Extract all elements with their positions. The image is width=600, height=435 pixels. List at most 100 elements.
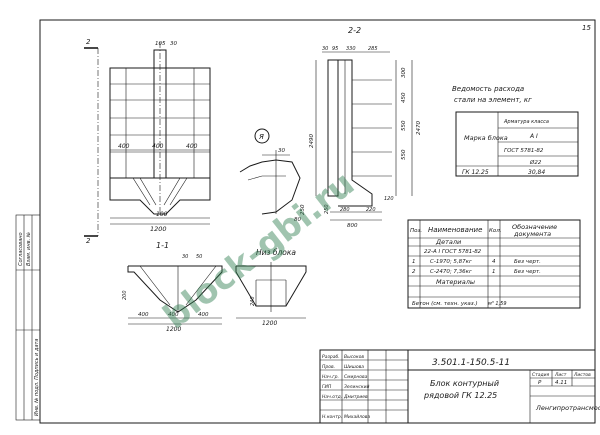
detail-view: Я 30 250 80 — [239, 128, 306, 223]
svg-text:ГОСТ 5781-82: ГОСТ 5781-82 — [504, 148, 544, 154]
svg-text:Н.контр.: Н.контр. — [322, 414, 342, 420]
sheet-number: 15 — [582, 24, 591, 32]
svg-text:Дмитриев: Дмитриев — [343, 394, 368, 400]
svg-text:Материалы: Материалы — [436, 278, 475, 286]
svg-text:Пров.: Пров. — [322, 364, 335, 370]
cut-mark-top: 2 — [86, 38, 91, 46]
steel-table: Ведомость расхода стали на элемент, кг М… — [452, 85, 579, 177]
svg-text:200: 200 — [122, 290, 128, 300]
svg-text:Лист: Лист — [554, 372, 567, 378]
svg-text:Листов: Листов — [573, 372, 591, 378]
svg-text:документа: документа — [513, 230, 551, 238]
side-stamp-col2: Взам. инв. № — [26, 232, 32, 266]
org-name: Ленгипротрансмост — [535, 404, 600, 412]
svg-text:Ø22: Ø22 — [529, 159, 542, 166]
svg-text:450: 450 — [401, 92, 407, 103]
svg-text:400: 400 — [138, 312, 149, 318]
svg-text:250: 250 — [300, 204, 306, 215]
svg-text:100: 100 — [156, 211, 168, 218]
svg-text:4: 4 — [492, 259, 496, 265]
title-block: 3.501.1-150.5-11 Блок контурный рядовой … — [319, 349, 600, 424]
svg-text:м³ 1,59: м³ 1,59 — [488, 301, 507, 307]
svg-text:280: 280 — [340, 207, 350, 213]
drawing-code: 3.501.1-150.5-11 — [432, 358, 510, 368]
svg-text:Поз.: Поз. — [410, 228, 422, 234]
svg-text:30: 30 — [182, 254, 188, 260]
svg-text:Бетон (см. техн. указ.): Бетон (см. техн. указ.) — [412, 301, 478, 307]
svg-text:Нач.гр.: Нач.гр. — [322, 374, 339, 380]
svg-text:2: 2 — [412, 269, 416, 275]
svg-text:250: 250 — [324, 204, 330, 214]
svg-text:400: 400 — [168, 312, 179, 318]
svg-text:Стадия: Стадия — [532, 372, 550, 378]
section-2-2: 2-2 30 95 330 285 300 450 550 550 2470 2… — [309, 26, 422, 229]
svg-text:120: 120 — [384, 196, 394, 202]
watermark: block-gbi.ru — [156, 164, 362, 337]
front-view: 2 2 105 30 400 400 400 100 1200 — [84, 38, 211, 245]
drawing-name-2: рядовой ГК 12.25 — [423, 391, 497, 400]
section-2-2-title: 2-2 — [348, 26, 361, 35]
svg-text:4.11: 4.11 — [555, 380, 567, 386]
svg-text:Смирнова: Смирнова — [344, 374, 368, 380]
side-stamp-col3: Инв. № подл. Подпись и дата — [34, 339, 40, 417]
section-1-1: 1-1 30 50 400 400 400 1200 200 — [122, 241, 223, 333]
svg-text:Детали: Детали — [435, 238, 461, 246]
svg-text:Ведомость расхода: Ведомость расхода — [452, 85, 524, 93]
svg-text:240: 240 — [250, 296, 256, 306]
svg-text:Кол.: Кол. — [489, 228, 502, 234]
svg-text:80: 80 — [294, 217, 301, 223]
svg-text:800: 800 — [347, 223, 358, 229]
svg-text:Разраб.: Разраб. — [322, 354, 340, 360]
svg-text:Зелинский: Зелинский — [344, 384, 370, 390]
svg-text:Высоков: Высоков — [344, 354, 364, 360]
svg-text:Без черт.: Без черт. — [514, 269, 541, 275]
svg-text:стали на элемент, кг: стали на элемент, кг — [454, 96, 532, 104]
svg-text:550: 550 — [401, 120, 407, 131]
svg-text:Шишова: Шишова — [344, 364, 364, 370]
svg-text:400: 400 — [186, 143, 198, 150]
bottom-view: Низ блока 240 1200 — [235, 248, 307, 327]
svg-text:30: 30 — [170, 41, 177, 47]
svg-text:Наименование: Наименование — [428, 226, 482, 234]
svg-text:А I: А I — [529, 133, 538, 140]
svg-text:Обозначение: Обозначение — [512, 223, 557, 231]
spec-table: Поз. Наименование Кол. Обозначение докум… — [407, 219, 581, 309]
svg-text:ГК 12.25: ГК 12.25 — [462, 169, 489, 176]
svg-text:С-2470; 7,36кг: С-2470; 7,36кг — [430, 269, 472, 275]
svg-text:50: 50 — [196, 254, 202, 260]
svg-text:30: 30 — [278, 148, 285, 154]
svg-text:330: 330 — [346, 46, 356, 52]
svg-text:1200: 1200 — [166, 326, 181, 333]
svg-text:Михайлова: Михайлова — [344, 414, 370, 420]
svg-text:22-А I ГОСТ 5781-82: 22-А I ГОСТ 5781-82 — [424, 249, 482, 255]
svg-text:С-1970; 5,87кг: С-1970; 5,87кг — [430, 259, 472, 265]
svg-text:30,84: 30,84 — [528, 169, 545, 176]
svg-text:220: 220 — [366, 207, 376, 213]
svg-text:95: 95 — [332, 46, 338, 52]
drawing-name-1: Блок контурный — [430, 379, 499, 388]
svg-text:Нач.отд.: Нач.отд. — [322, 394, 342, 400]
svg-text:400: 400 — [152, 143, 164, 150]
svg-text:550: 550 — [401, 149, 407, 160]
svg-text:Арматура класса: Арматура класса — [503, 119, 549, 125]
svg-text:400: 400 — [198, 312, 209, 318]
bottom-view-title: Низ блока — [256, 248, 296, 257]
cut-mark-bottom: 2 — [86, 237, 91, 245]
svg-text:Марка блока: Марка блока — [464, 134, 508, 142]
svg-text:1: 1 — [492, 269, 496, 275]
svg-text:300: 300 — [401, 67, 407, 78]
svg-text:30: 30 — [322, 46, 328, 52]
svg-text:1200: 1200 — [150, 225, 167, 233]
side-stamp-col1: Согласовано — [18, 232, 24, 266]
side-stamp: Согласовано Взам. инв. № Инв. № подл. По… — [15, 214, 41, 421]
svg-text:1200: 1200 — [262, 320, 277, 327]
svg-text:400: 400 — [118, 143, 130, 150]
svg-text:Без черт.: Без черт. — [514, 259, 541, 265]
svg-text:285: 285 — [368, 46, 378, 52]
svg-text:1: 1 — [412, 259, 416, 265]
svg-text:2490: 2490 — [309, 134, 315, 148]
svg-text:2470: 2470 — [416, 121, 422, 135]
section-1-1-title: 1-1 — [156, 241, 169, 250]
svg-text:Р: Р — [538, 380, 542, 386]
